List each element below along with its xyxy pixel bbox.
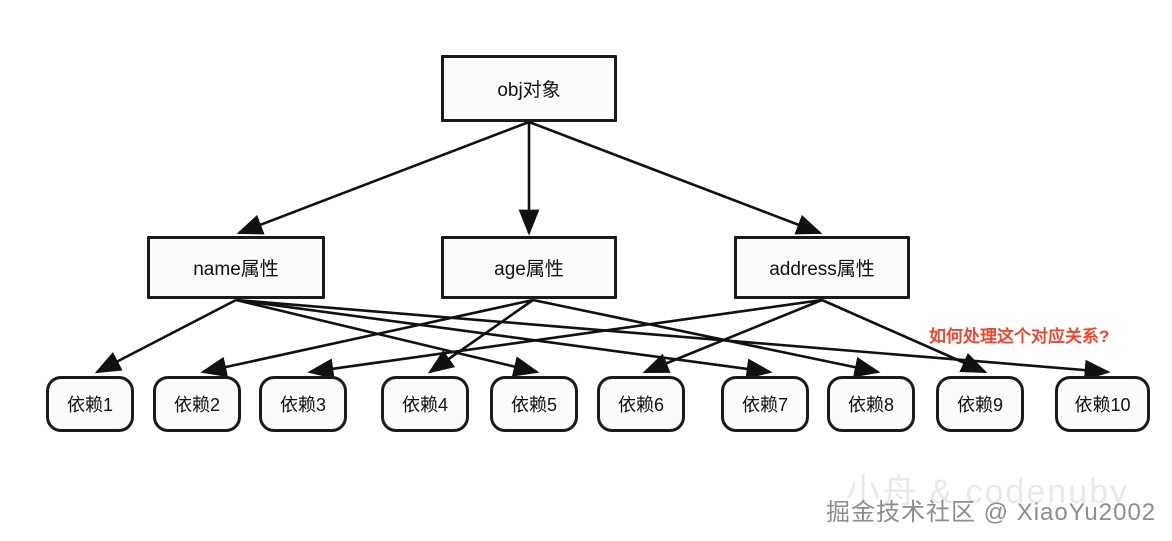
node-label: name属性 [193, 259, 279, 280]
node-label: age属性 [494, 259, 564, 280]
node-dependency-9[interactable]: 依赖9 [936, 376, 1024, 432]
node-label: 依赖8 [847, 395, 894, 415]
edge-property-to-dependency-9 [642, 298, 823, 374]
edge-root-to-property-1 [236, 120, 530, 235]
node-property-1[interactable]: name属性 [147, 236, 325, 299]
node-obj-object[interactable]: obj对象 [441, 55, 617, 122]
edge-property-to-dependency-3 [235, 298, 773, 380]
edge-property-to-dependency-6 [427, 298, 534, 374]
node-label: 依赖4 [401, 395, 448, 415]
node-label: 依赖3 [279, 395, 326, 415]
author-watermark: 掘金技术社区 @ XiaoYu2002 [826, 499, 1157, 526]
node-label: 依赖5 [510, 395, 557, 415]
node-dependency-10[interactable]: 依赖10 [1055, 376, 1150, 432]
node-label: 依赖7 [741, 395, 788, 415]
annotation-text: 如何处理这个对应关系? [929, 327, 1110, 346]
node-label: address属性 [769, 259, 875, 280]
edge-property-to-dependency-5 [200, 298, 534, 378]
edge-property-to-dependency-1 [94, 298, 237, 374]
node-dependency-1[interactable]: 依赖1 [46, 376, 134, 432]
node-label: 依赖1 [66, 395, 113, 415]
node-dependency-5[interactable]: 依赖5 [490, 376, 578, 432]
node-dependency-8[interactable]: 依赖8 [827, 376, 915, 432]
node-dependency-3[interactable]: 依赖3 [259, 376, 347, 432]
edge-root-to-property-3 [528, 120, 823, 235]
node-property-3[interactable]: address属性 [734, 236, 910, 299]
edge-property-to-dependency-7 [532, 298, 881, 378]
node-property-2[interactable]: age属性 [441, 236, 617, 299]
background-watermark: 小舟 & codenuby [846, 473, 1130, 511]
node-label: 依赖9 [956, 395, 1003, 415]
node-dependency-4[interactable]: 依赖4 [381, 376, 469, 432]
edge-property-to-dependency-2 [235, 298, 540, 377]
edge-property-to-dependency-8 [307, 298, 823, 380]
node-label: 依赖6 [617, 395, 664, 415]
node-dependency-6[interactable]: 依赖6 [597, 376, 685, 432]
node-label: 依赖10 [1074, 395, 1131, 415]
node-label: 依赖2 [173, 395, 220, 415]
node-dependency-7[interactable]: 依赖7 [721, 376, 809, 432]
node-label: obj对象 [497, 80, 561, 101]
node-dependency-2[interactable]: 依赖2 [153, 376, 241, 432]
